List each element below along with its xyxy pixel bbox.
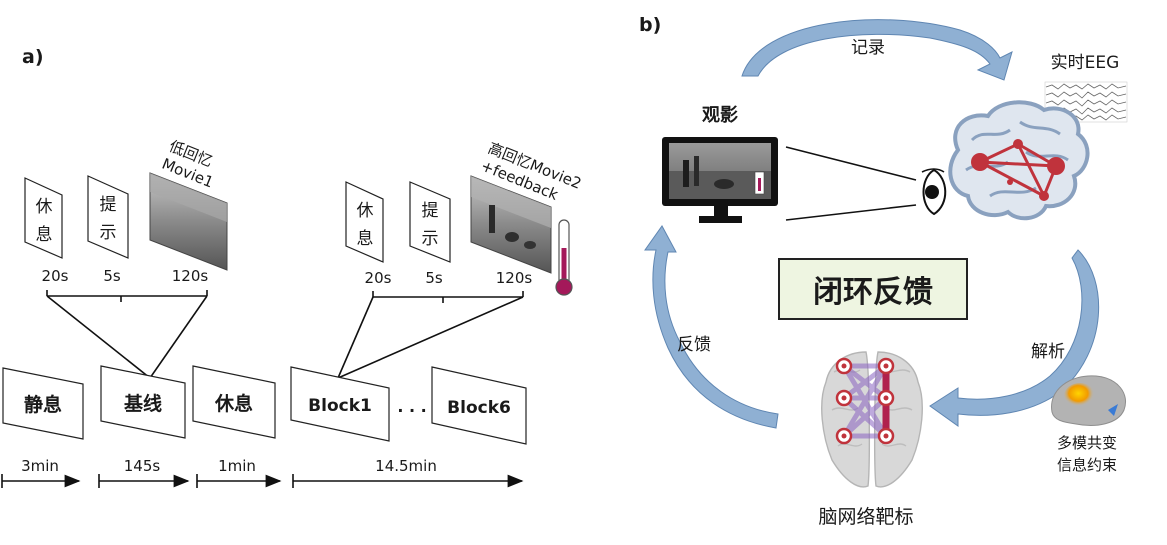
- panel-a: a) 休 息 提 示 低回忆 Movie1 20s 5s 120s: [1, 46, 584, 488]
- record-label: 记录: [851, 38, 885, 58]
- closed-loop-label: 闭环反馈: [813, 275, 933, 310]
- target-label: 脑网络靶标: [818, 506, 913, 528]
- block-baseline-label: 基线: [123, 392, 162, 415]
- brain-network-icon: [948, 100, 1090, 221]
- block-resting-state: 静息: [2, 367, 84, 440]
- baseline-time-movie: 120s: [172, 267, 209, 285]
- block-cue-card: 提 示: [409, 181, 451, 263]
- cortex-surface-icon: [1051, 375, 1126, 426]
- movie1-still: [149, 172, 228, 271]
- closed-loop-box: 闭环反馈: [778, 258, 968, 320]
- watch-label: 观影: [702, 105, 738, 126]
- panel-a-label: a): [22, 46, 44, 68]
- eye-icon: [921, 168, 947, 216]
- baseline-bracket: [46, 290, 208, 379]
- movie2-still: [470, 175, 552, 274]
- block-time-rest: 20s: [365, 269, 392, 287]
- block-bracket: [337, 291, 524, 379]
- baseline-time-rest: 20s: [42, 267, 69, 285]
- monitor-icon: [662, 137, 778, 223]
- block-ellipsis: . . .: [397, 397, 426, 416]
- analysis-arrow: [929, 249, 1100, 427]
- baseline-cue-card: 提 示: [87, 175, 129, 259]
- duration-resting: 3min: [21, 457, 59, 475]
- block-cue-text-1: 提: [422, 201, 439, 221]
- block-time-cue: 5s: [425, 269, 443, 287]
- duration-rest: 1min: [218, 457, 256, 475]
- duration-baseline: 145s: [124, 457, 161, 475]
- duration-blocks: 14.5min: [375, 457, 437, 475]
- block-6-label: Block6: [447, 398, 511, 418]
- block-resting-state-label: 静息: [24, 393, 62, 416]
- baseline-rest-text-1: 休: [36, 197, 53, 217]
- block-rest-text-1: 休: [357, 201, 374, 221]
- baseline-cue-text-1: 提: [100, 195, 117, 215]
- block-cue-text-2: 示: [422, 229, 439, 249]
- sight-line-top: [785, 146, 917, 181]
- block-rest: 休息: [192, 365, 276, 439]
- block-6: Block6: [431, 366, 527, 445]
- baseline-time-cue: 5s: [103, 267, 121, 285]
- thermometer-icon: [555, 219, 573, 296]
- block-1: Block1: [290, 366, 390, 442]
- block-rest-text-2: 息: [357, 229, 374, 249]
- block-baseline: 基线: [100, 365, 186, 439]
- brain-target-icon: [821, 351, 923, 488]
- baseline-rest-card: 休 息: [24, 177, 63, 259]
- sight-line-bottom: [785, 204, 917, 221]
- constraint-label-line2: 信息约束: [1057, 456, 1117, 474]
- block-rest-card: 休 息: [345, 181, 384, 263]
- duration-axis: [1, 474, 524, 488]
- panel-b: b) 记录 实时EEG 观影: [639, 14, 1128, 528]
- eeg-label: 实时EEG: [1051, 53, 1120, 73]
- baseline-cue-text-2: 示: [100, 223, 117, 243]
- block-rest-label: 休息: [214, 392, 253, 415]
- block-time-movie: 120s: [496, 269, 533, 287]
- record-arrow: [741, 19, 1013, 81]
- analysis-label: 解析: [1031, 342, 1065, 362]
- baseline-rest-text-2: 息: [36, 225, 53, 245]
- block-1-label: Block1: [308, 396, 372, 416]
- feedback-label: 反馈: [677, 335, 711, 355]
- panel-b-label: b): [639, 14, 661, 36]
- feedback-arrow: [644, 225, 779, 429]
- constraint-label-line1: 多模共变: [1057, 434, 1117, 452]
